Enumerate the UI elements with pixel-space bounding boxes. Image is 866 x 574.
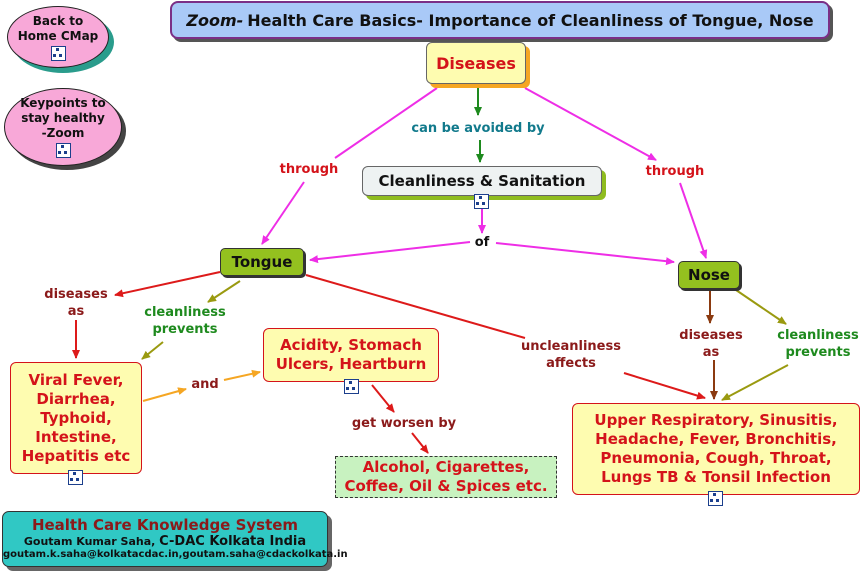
keypoints-line-2: stay healthy (21, 111, 105, 125)
alcohol-line-2: Coffee, Oil & Spices etc. (344, 477, 548, 495)
cmap-link-icon[interactable] (344, 379, 359, 394)
link-diseases-as-right: diseases as (672, 327, 750, 361)
edge-acidity-worsen (371, 384, 395, 413)
edge-worsen-alcohol (411, 432, 429, 454)
footer-author-line: Goutam Kumar Saha, C-DAC Kolkata India (3, 534, 327, 549)
edge-and-acidity (223, 369, 261, 381)
link-get-worsen-by: get worsen by (351, 416, 457, 431)
link-and: and (191, 377, 219, 392)
link-diseases-as-left-1: diseases (44, 287, 108, 302)
link-diseases-as-left-2: as (67, 304, 85, 319)
viral-line-5: Hepatitis etc (21, 446, 131, 465)
link-diseases-as-right-2: as (702, 345, 720, 360)
link-diseases-as-left: diseases as (38, 286, 114, 320)
edge-nose-prevents (735, 289, 787, 325)
edge-uncleanliness-upper (623, 372, 706, 400)
link-of: of (474, 235, 490, 250)
concept-acidity[interactable]: Acidity, Stomach Ulcers, Heartburn (263, 328, 439, 382)
viral-line-4: Intestine, (35, 427, 117, 446)
acidity-line-1: Acidity, Stomach (280, 336, 422, 354)
cmap-link-icon[interactable] (50, 45, 66, 61)
upper-line-4: Lungs TB & Tonsil Infection (601, 468, 831, 486)
footer-author: Goutam Kumar Saha, (23, 535, 156, 548)
title-text: Health Care Basics- Importance of Cleanl… (247, 10, 814, 30)
viral-line-2: Diarrhea, (36, 389, 116, 408)
edge-diseases-through-right (524, 87, 657, 161)
edge-through-tongue (261, 181, 305, 245)
concept-alcohol[interactable]: Alcohol, Cigarettes, Coffee, Oil & Spice… (335, 456, 557, 498)
cmap-link-icon[interactable] (55, 143, 71, 158)
concept-diseases[interactable]: Diseases (426, 42, 526, 84)
link-uncleanliness-1: uncleanliness (521, 339, 621, 354)
link-prevents-right-1: cleanliness (777, 328, 859, 343)
edge-prevents-upper (721, 364, 789, 401)
viral-line-3: Typhoid, (40, 408, 112, 427)
concept-viral-fever[interactable]: Viral Fever, Diarrhea, Typhoid, Intestin… (10, 362, 142, 474)
link-through-right: through (645, 164, 705, 179)
keypoints-line-3: -Zoom (41, 126, 85, 140)
link-uncleanliness-2: affects (546, 356, 596, 371)
concept-cleanliness-sanitation[interactable]: Cleanliness & Sanitation (362, 166, 602, 196)
footer-credits: Health Care Knowledge System Goutam Kuma… (2, 511, 348, 567)
concept-cleanliness-label: Cleanliness & Sanitation (378, 172, 586, 190)
concept-tongue-label: Tongue (231, 253, 293, 271)
edge-prevents-viral (141, 341, 164, 360)
edge-of-tongue (309, 241, 471, 264)
upper-line-2: Headache, Fever, Bronchitis, (595, 430, 837, 448)
link-cleanliness-prevents-left: cleanliness prevents (138, 304, 232, 338)
concept-diseases-label: Diseases (436, 53, 516, 73)
edge-tongue-uncleanliness (305, 274, 526, 339)
link-prevents-left-1: cleanliness (144, 305, 226, 320)
concept-upper-respiratory[interactable]: Upper Respiratory, Sinusitis, Headache, … (572, 403, 860, 495)
link-prevents-left-2: prevents (152, 322, 218, 337)
upper-line-3: Pneumonia, Cough, Throat, (600, 449, 832, 467)
link-can-be-avoided-by: can be avoided by (411, 121, 545, 136)
keypoints-line-1: Keypoints to (20, 96, 106, 110)
edge-viral-and (142, 387, 187, 402)
acidity-line-2: Ulcers, Heartburn (275, 355, 427, 373)
link-diseases-as-right-1: diseases (679, 328, 743, 343)
edge-diseases-through-left (334, 87, 438, 159)
link-through-left: through (279, 162, 339, 177)
link-uncleanliness-affects: uncleanliness affects (512, 338, 630, 372)
concept-tongue[interactable]: Tongue (220, 248, 304, 276)
footer-org: C-DAC Kolkata India (159, 534, 307, 549)
cmap-link-icon[interactable] (474, 194, 489, 209)
cmap-link-icon[interactable] (68, 470, 83, 485)
alcohol-line-1: Alcohol, Cigarettes, (362, 458, 530, 476)
title-zoom: Zoom- (186, 10, 244, 30)
cmap-link-icon[interactable] (708, 491, 723, 506)
edge-tongue-diseases-as (114, 271, 221, 298)
edge-tongue-prevents (207, 280, 241, 303)
keypoints-zoom-button[interactable]: Keypoints to stay healthy -Zoom (4, 88, 122, 166)
back-home-cmap-button[interactable]: Back to Home CMap (7, 6, 109, 68)
back-home-line-1: Back to (32, 13, 84, 28)
concept-nose-label: Nose (688, 266, 730, 284)
edge-through-nose (679, 182, 708, 259)
edge-of-nose (495, 242, 675, 266)
viral-line-1: Viral Fever, (28, 370, 124, 389)
concept-nose[interactable]: Nose (678, 261, 740, 289)
back-home-line-2: Home CMap (17, 28, 99, 43)
footer-system-name: Health Care Knowledge System (31, 516, 299, 534)
footer-emails: goutam.k.saha@kolkatacdac.in,goutam.saha… (3, 549, 348, 560)
link-prevents-right-2: prevents (785, 345, 851, 360)
link-cleanliness-prevents-right: cleanliness prevents (772, 327, 864, 361)
page-title: Zoom- Health Care Basics- Importance of … (170, 1, 830, 39)
upper-line-1: Upper Respiratory, Sinusitis, (594, 411, 838, 429)
